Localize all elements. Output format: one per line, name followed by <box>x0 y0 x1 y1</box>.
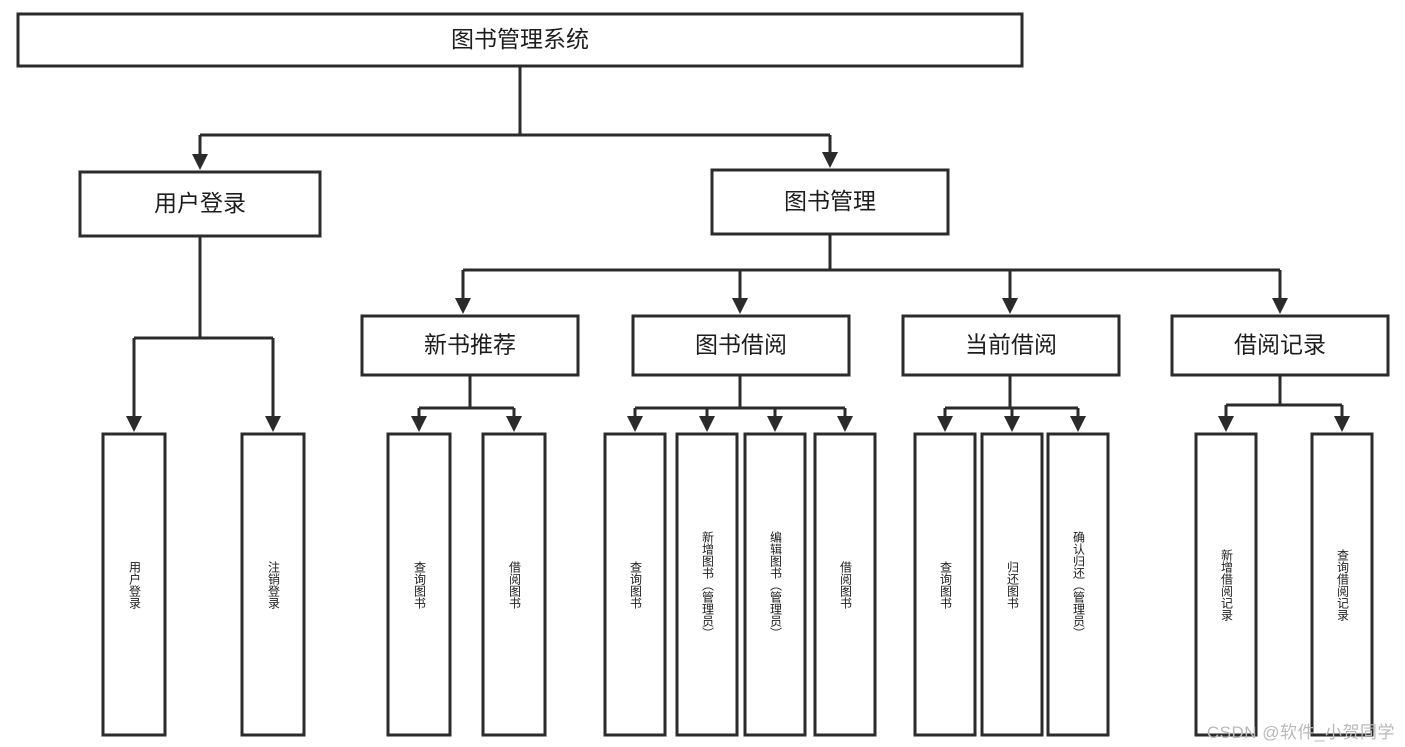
arrow-leaf-q-record <box>1334 416 1350 432</box>
arrow-leaf-logout <box>265 416 281 432</box>
arrow-leaf-q-current <box>937 416 953 432</box>
node-user-login[interactable]: 用户登录 <box>78 170 322 238</box>
node-label-user-login: 用户登录 <box>154 190 246 216</box>
arrow-leaf-add-record <box>1218 416 1234 432</box>
arrow-recommend <box>455 298 471 314</box>
node-box-leaf-query-book-borrow[interactable] <box>603 432 667 737</box>
node-book-borrow[interactable]: 图书借阅 <box>631 314 851 377</box>
node-box-leaf-confirm-return-admin[interactable] <box>1046 432 1110 737</box>
node-root[interactable]: 图书管理系统 <box>16 12 1024 68</box>
node-box-book-borrow <box>631 314 851 377</box>
node-box-leaf-add-borrow-record[interactable] <box>1194 432 1258 737</box>
node-label-book-manage: 图书管理 <box>784 188 876 214</box>
node-box-leaf-return-book[interactable] <box>980 432 1044 737</box>
arrow-leaf-return <box>1004 416 1020 432</box>
node-box-leaf-borrow-book[interactable] <box>813 432 877 737</box>
node-label-new-book-recommend: 新书推荐 <box>424 332 516 358</box>
arrow-borrow <box>732 298 748 314</box>
arrow-leaf-confirm <box>1070 416 1086 432</box>
node-box-leaf-edit-book-admin[interactable] <box>743 432 807 737</box>
watermark-text: CSDN @软件_小贺同学 <box>1206 723 1395 742</box>
arrow-leaf-edit-book <box>767 416 783 432</box>
node-book-manage[interactable]: 图书管理 <box>710 168 950 236</box>
node-box-user-login <box>78 170 322 238</box>
arrow-current <box>1002 298 1018 314</box>
node-label-current-borrow: 当前借阅 <box>965 332 1057 358</box>
arrow-leaf-b-recommend <box>506 416 522 432</box>
arrow-leaf-q-recommend <box>411 416 427 432</box>
arrow-leaf-add-book <box>699 416 715 432</box>
node-box-leaf-query-borrow-record[interactable] <box>1310 432 1374 737</box>
node-box-leaf-borrow-book-recommend[interactable] <box>481 432 547 737</box>
arrow-leaf-user-login <box>126 416 142 432</box>
node-box-root <box>16 12 1024 68</box>
node-box-leaf-query-book-current[interactable] <box>913 432 977 737</box>
node-box-leaf-user-login[interactable] <box>101 432 167 737</box>
node-label-root: 图书管理系统 <box>451 26 589 52</box>
arrow-book-manage <box>822 152 838 168</box>
arrow-layer <box>126 152 1350 432</box>
node-borrow-record[interactable]: 借阅记录 <box>1170 314 1390 377</box>
node-label-book-borrow: 图书借阅 <box>695 332 787 358</box>
arrow-leaf-borrow-book <box>837 416 853 432</box>
node-box-book-manage <box>710 168 950 236</box>
node-box-new-book-recommend <box>360 314 580 377</box>
node-box-current-borrow <box>901 314 1121 377</box>
node-box-leaf-logout[interactable] <box>240 432 306 737</box>
node-box-leaf-add-book-admin[interactable] <box>675 432 739 737</box>
arrow-user-login <box>192 154 208 170</box>
arrow-leaf-q-borrow <box>627 416 643 432</box>
node-label-borrow-record: 借阅记录 <box>1234 332 1326 358</box>
node-box-leaf-query-book-recommend[interactable] <box>386 432 452 737</box>
arrow-record <box>1272 298 1288 314</box>
node-box-borrow-record <box>1170 314 1390 377</box>
node-current-borrow[interactable]: 当前借阅 <box>901 314 1121 377</box>
node-new-book-recommend[interactable]: 新书推荐 <box>360 314 580 377</box>
